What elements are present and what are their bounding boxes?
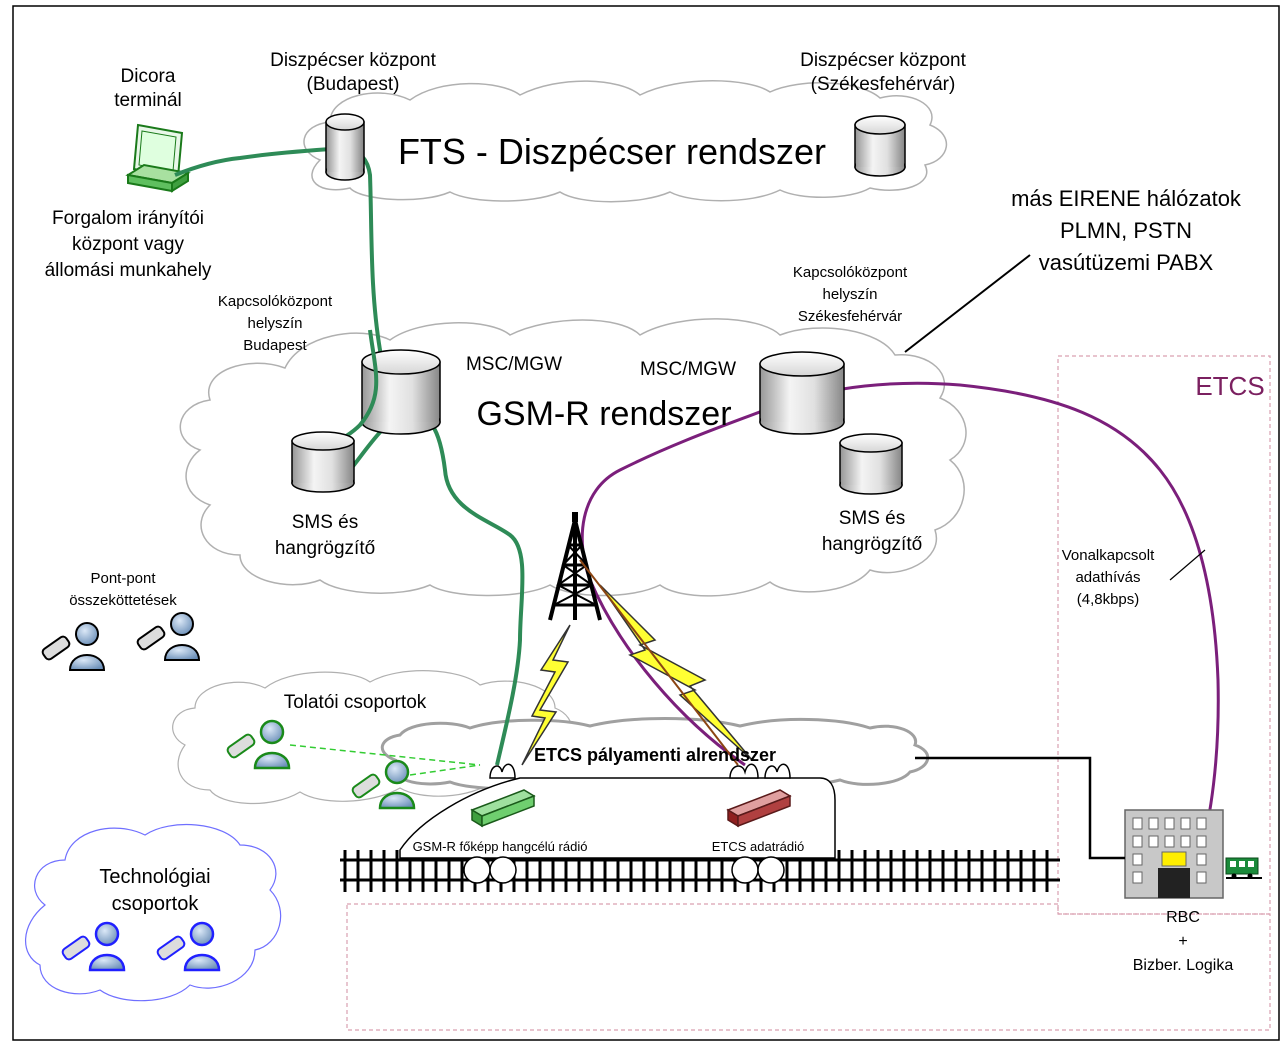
dispatch-db-budapest-icon <box>325 113 365 181</box>
data-call-label-1: Vonalkapcsolt <box>1062 547 1155 564</box>
shunting-label: Tolatói csoportok <box>284 692 427 713</box>
train-antennas <box>489 763 791 779</box>
terminal-title-2: terminál <box>114 90 182 111</box>
voice-link-line-overlay <box>358 329 379 427</box>
person-phone-tech-2-icon <box>156 921 221 972</box>
shunting-link-1 <box>289 744 481 766</box>
switch-szfv-label-2: helyszín <box>822 286 877 303</box>
rbc-building-icon <box>1124 809 1224 899</box>
railway-track <box>340 858 1060 882</box>
dispatch-budapest-label-2: (Budapest) <box>307 74 400 95</box>
dispatch-szfv-label-2: (Székesfehérvár) <box>811 74 956 95</box>
sms-recorder-right-icon <box>839 433 903 495</box>
sms-right-label-1: SMS és <box>839 508 906 529</box>
terminal-desc-2: központ vagy <box>72 234 184 255</box>
msc-szfv-icon <box>759 351 845 435</box>
person-phone-tech-1-icon <box>61 921 126 972</box>
p2p-label-1: Pont-pont <box>90 570 156 587</box>
msc-szfv-label: MSC/MGW <box>640 359 736 380</box>
rbc-trackside-line <box>915 756 1125 860</box>
tech-cloud <box>25 824 282 1002</box>
trackside-subsystem-label: ETCS pályamenti alrendszer <box>534 745 776 765</box>
sms-recorder-left-icon <box>291 431 355 493</box>
tech-label-2: csoportok <box>112 893 200 915</box>
etcs-trackside-frame <box>346 903 1271 1031</box>
data-call-label-2: adathívás <box>1075 569 1140 586</box>
tech-label-1: Technológiai <box>99 866 210 888</box>
sms-left-label-1: SMS és <box>292 512 359 533</box>
rbc-label-2: + <box>1178 933 1187 950</box>
switch-budapest-label-2: helyszín <box>247 315 302 332</box>
gsmr-system-title: GSM-R rendszer <box>476 395 731 433</box>
etcs-radio-device-icon <box>726 789 792 828</box>
p2p-label-2: összeköttetések <box>69 592 177 609</box>
sms-right-label-2: hangrögzítő <box>822 534 922 555</box>
terminal-title-1: Dicora <box>121 66 176 87</box>
dispatch-szfv-label-1: Diszpécser központ <box>800 50 967 71</box>
voice-radio-label: GSM-R főképp hangcélú rádió <box>413 839 588 854</box>
etcs-radio-label: ETCS adatrádió <box>712 839 805 854</box>
person-phone-p2p-2-icon <box>136 612 201 661</box>
person-phone-shunting-1-icon <box>226 719 291 770</box>
external-networks-2: PLMN, PSTN <box>1060 218 1192 243</box>
switch-szfv-label-1: Kapcsolóközpont <box>793 264 908 281</box>
msc-budapest-label: MSC/MGW <box>466 354 562 375</box>
radio-tower-icon <box>548 512 602 621</box>
rbc-label-3: Bizber. Logika <box>1133 957 1234 974</box>
rbc-label-1: RBC <box>1166 909 1200 926</box>
etcs-title: ETCS <box>1195 371 1264 401</box>
fts-cloud <box>303 80 948 203</box>
terminal-desc-3: állomási munkahely <box>45 260 212 281</box>
computer-terminal-icon <box>125 123 191 193</box>
switch-budapest-label-3: Budapest <box>243 337 307 354</box>
external-networks-3: vasútüzemi PABX <box>1039 250 1214 275</box>
data-call-slash <box>1169 549 1206 581</box>
dispatch-db-szfv-icon <box>854 115 906 177</box>
person-phone-p2p-1-icon <box>41 622 106 671</box>
small-train-icon <box>1225 857 1262 879</box>
data-call-label-3: (4,8kbps) <box>1077 591 1140 608</box>
person-phone-shunting-2-icon <box>351 759 416 810</box>
terminal-desc-1: Forgalom irányítói <box>52 208 204 229</box>
dispatch-budapest-label-1: Diszpécser központ <box>270 50 437 71</box>
train-wheels <box>463 856 785 884</box>
external-network-line <box>904 254 1031 353</box>
shunting-link-2 <box>409 764 481 776</box>
external-networks-1: más EIRENE hálózatok <box>1011 186 1242 211</box>
lightning-left-icon <box>521 624 571 766</box>
fts-system-title: FTS - Diszpécser rendszer <box>398 131 826 172</box>
outer-frame <box>12 5 1280 1041</box>
sms-left-label-2: hangrögzítő <box>275 538 375 559</box>
switch-szfv-label-3: Székesfehérvár <box>798 308 902 325</box>
switch-budapest-label-1: Kapcsolóközpont <box>218 293 333 310</box>
radio-beam-line <box>579 559 739 766</box>
voice-radio-device-icon <box>470 789 536 828</box>
